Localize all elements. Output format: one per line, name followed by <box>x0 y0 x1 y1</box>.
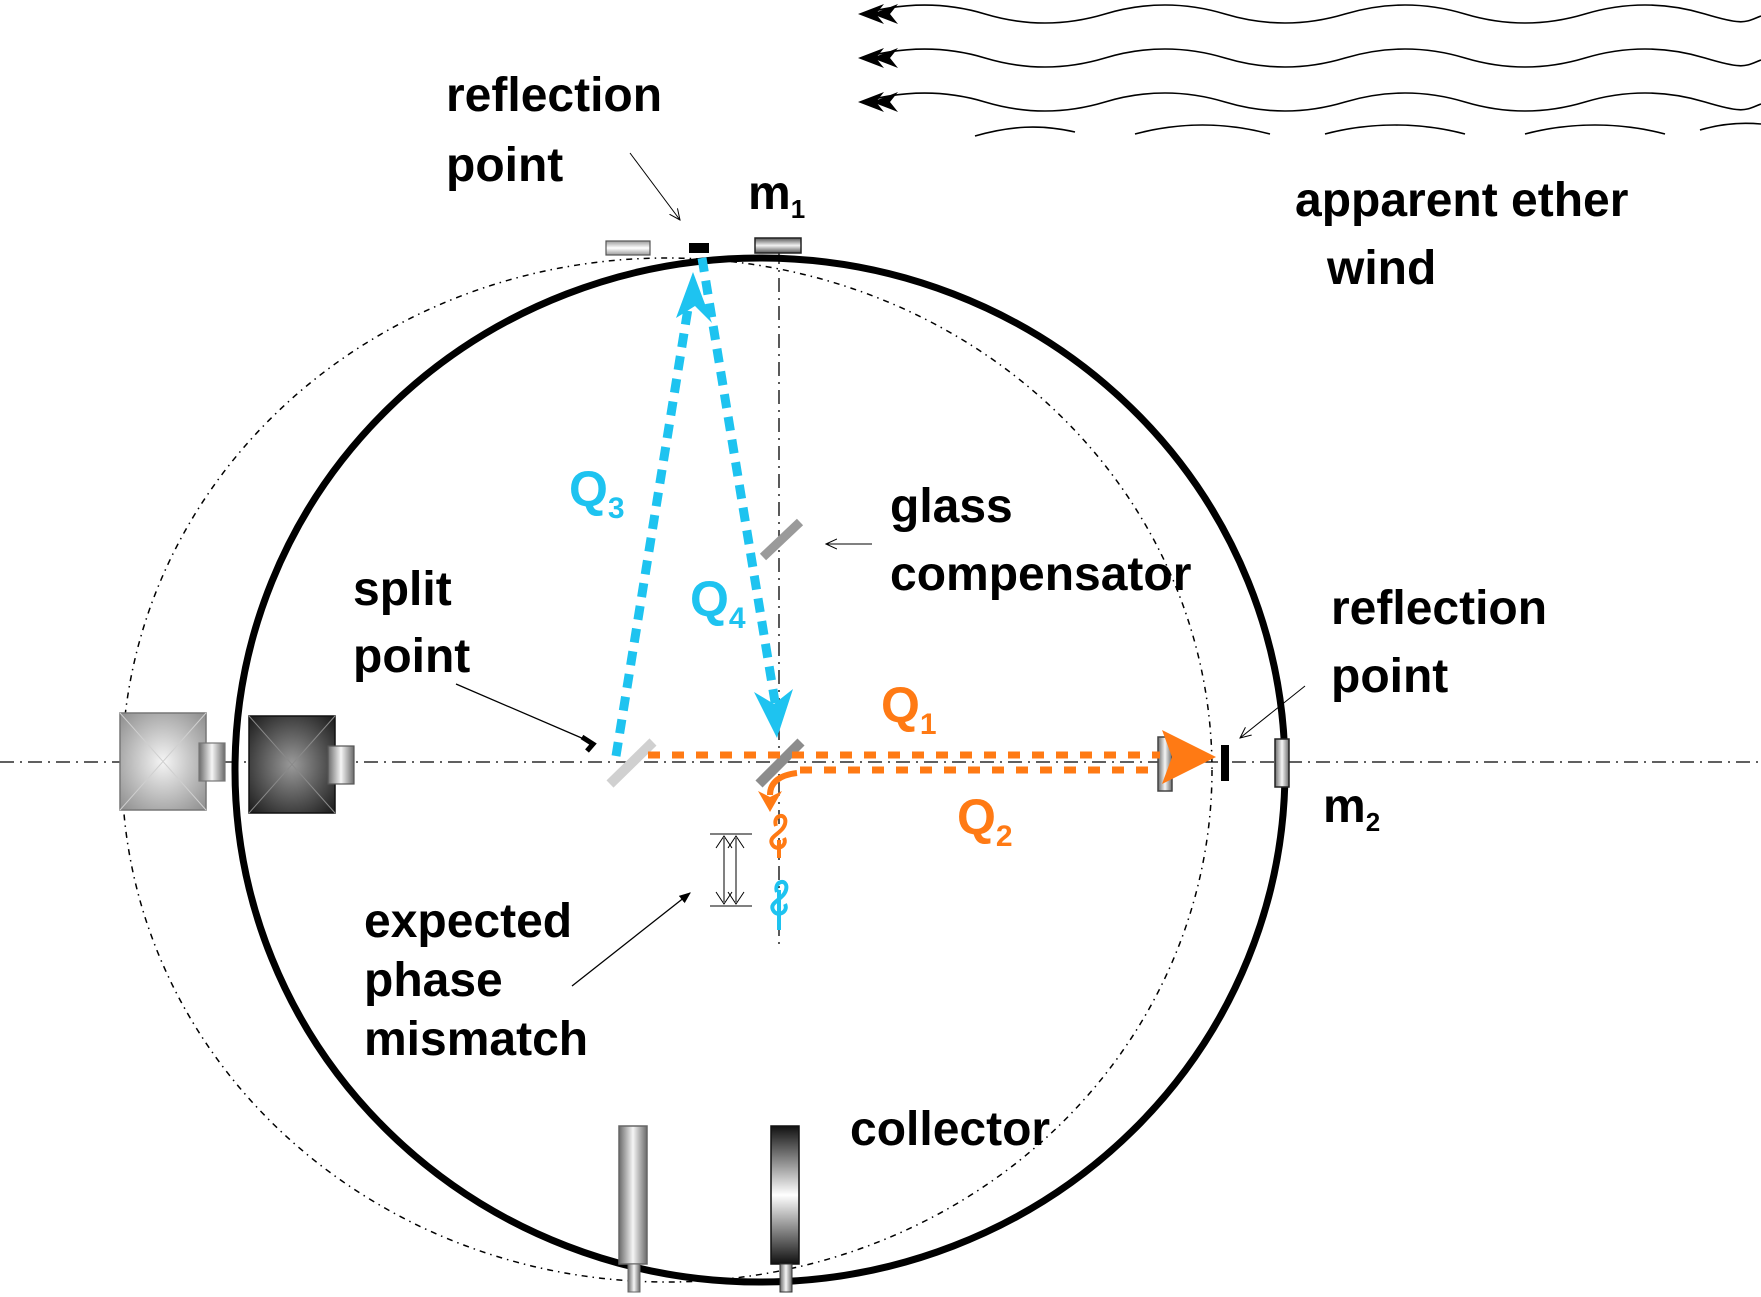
light-source <box>248 715 355 814</box>
label-m2-main: m <box>1323 780 1366 833</box>
label-reflection-point-top-line2: point <box>446 139 563 192</box>
mirror-m1 <box>754 237 802 254</box>
leader-split-point <box>455 683 585 740</box>
label-beam-q3-sub: 3 <box>608 492 625 525</box>
label-expected-line3: mismatch <box>364 1013 588 1066</box>
leader-reflection-right <box>1240 685 1306 738</box>
label-reflection-point-right-line2: point <box>1331 650 1448 703</box>
collector-detector <box>770 1125 800 1293</box>
wind-arrow-1 <box>858 4 884 24</box>
label-beam-q4-sub: 4 <box>729 602 746 635</box>
beam-q2-return-curve <box>767 770 798 796</box>
mirror-m1-ghost <box>605 240 651 256</box>
wind-wave-4 <box>974 122 1761 137</box>
leader-reflection-top <box>629 152 680 220</box>
label-beam-q1: Q1 <box>881 677 937 741</box>
leader-expected-phase <box>571 892 691 987</box>
phase-mismatch-bracket <box>710 833 752 907</box>
mirror-m2 <box>1274 738 1290 788</box>
beam-q1-arrowhead <box>1162 730 1216 784</box>
label-reflection-point-right-line1: reflection <box>1331 582 1547 635</box>
reflection-point-top-marker <box>689 243 709 253</box>
beam-splitter-ghost <box>606 738 657 788</box>
label-beam-q3: Q3 <box>569 461 625 525</box>
wind-wave-3 <box>861 92 1761 112</box>
beam-q2-return-arrowhead <box>758 791 782 812</box>
label-beam-q1-sub: 1 <box>920 708 937 741</box>
collector-ghost <box>618 1125 648 1293</box>
label-split-line2: point <box>353 630 470 683</box>
label-apparent-wind-line1: apparent ether <box>1295 174 1628 227</box>
light-source-ghost <box>119 712 226 811</box>
label-beam-q2-main: Q <box>957 789 996 845</box>
label-m2-sub: 2 <box>1366 807 1380 837</box>
wind-arrow-2 <box>858 48 884 68</box>
label-beam-q4: Q4 <box>690 571 746 635</box>
label-expected-line1: expected <box>364 895 572 948</box>
wind-arrow-2b <box>872 48 898 68</box>
label-glass-line1: glass <box>890 480 1013 533</box>
reflection-point-right-marker <box>1221 745 1229 781</box>
label-collector: collector <box>850 1103 1050 1156</box>
ether-wind-arrowheads <box>858 4 898 112</box>
label-m1: m1 <box>748 167 805 224</box>
label-m1-sub: 1 <box>791 194 805 224</box>
label-beam-q2-sub: 2 <box>996 820 1013 853</box>
label-beam-q2: Q2 <box>957 789 1013 853</box>
label-split-line1: split <box>353 563 452 616</box>
split-point-marker <box>580 734 597 753</box>
beam-q4-arrowhead <box>754 689 793 738</box>
label-beam-q1-main: Q <box>881 677 920 733</box>
displaced-orbit-circle <box>121 257 1213 1283</box>
wind-arrow-1b <box>872 4 898 24</box>
wind-wave-2 <box>861 48 1761 68</box>
phase-glyph-orange <box>769 814 788 858</box>
label-m2: m2 <box>1323 780 1380 837</box>
wind-wave-1 <box>861 4 1761 24</box>
label-beam-q4-main: Q <box>690 571 729 627</box>
wind-arrow-3 <box>858 92 884 112</box>
label-expected-line2: phase <box>364 954 503 1007</box>
phase-glyph-blue <box>770 880 789 930</box>
glass-compensator-plate <box>759 518 804 561</box>
ether-wind-waves <box>861 4 1761 137</box>
beam-q3-path <box>611 295 695 757</box>
beam-q3-arrowhead <box>676 272 712 323</box>
beam-q4-path <box>697 257 781 709</box>
label-reflection-point-top-line1: reflection <box>446 69 662 122</box>
interferometer-table-circle <box>231 254 1289 1286</box>
label-apparent-wind-line2: wind <box>1326 242 1436 295</box>
label-m1-main: m <box>748 167 791 220</box>
label-beam-q3-main: Q <box>569 461 608 517</box>
beam-splitter <box>755 738 805 788</box>
wind-arrow-3b <box>872 92 898 112</box>
label-glass-line2: compensator <box>890 548 1191 601</box>
